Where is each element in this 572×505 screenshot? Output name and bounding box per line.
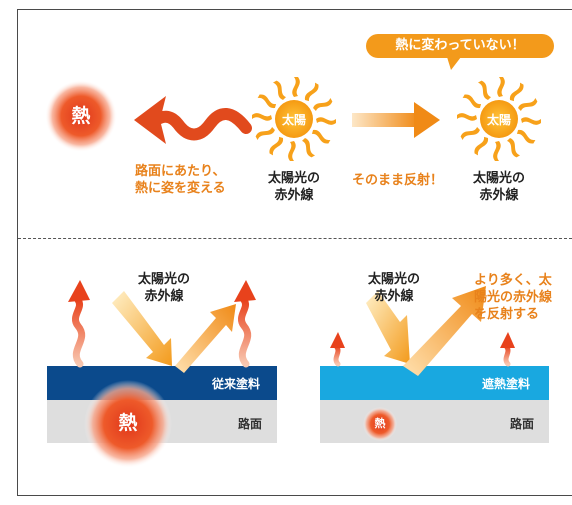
conventional-coating-layer xyxy=(47,366,277,400)
reflected-ray-right xyxy=(403,286,486,376)
diagram-frame xyxy=(17,9,572,496)
heat-glow-bottom-left xyxy=(84,380,172,468)
heat-rising-arrow-head xyxy=(234,280,256,302)
callout-not-heat: 熱に変わっていない！ xyxy=(366,34,554,58)
heat-rising-arrow-head xyxy=(500,332,515,348)
road-label-left: 路面 xyxy=(238,417,263,431)
sun-icon-left xyxy=(252,77,336,161)
sun-icon-right xyxy=(457,77,541,161)
sun-caption-right: 太陽光の 赤外線 xyxy=(472,171,525,203)
sun-caption-left: 太陽光の 赤外線 xyxy=(267,171,320,203)
heat-rising-arrow xyxy=(333,343,341,367)
coating-label-conventional: 従来塗料 xyxy=(212,377,261,391)
reflect-arrow-top xyxy=(352,102,440,138)
sun-label-left: 太陽 xyxy=(281,113,306,127)
reflect-caption-top: そのまま反射！ xyxy=(352,173,444,188)
road-layer-right xyxy=(320,400,549,443)
rays-caption-right: 太陽光の 赤外線 xyxy=(367,272,420,304)
incoming-ray-right xyxy=(366,291,410,364)
heat-glow-top xyxy=(45,80,117,152)
incoming-ray-left xyxy=(112,291,172,366)
road-label-right: 路面 xyxy=(510,417,535,431)
heat-label-top: 熱 xyxy=(71,105,91,127)
heat-shield-coating-layer xyxy=(320,366,549,400)
heat-label-bottom-left: 熱 xyxy=(118,412,138,434)
coating-label-heat-shield: 遮熱塗料 xyxy=(482,377,531,391)
callout-pointer xyxy=(447,57,461,70)
heat-rising-arrow xyxy=(238,296,252,368)
heat-label-bottom-right: 熱 xyxy=(374,417,386,430)
heat-glow-bottom-right xyxy=(363,407,397,441)
heat-caption: 路面にあたり、 熱に姿を変える xyxy=(135,164,226,196)
wavy-heat-arrow xyxy=(134,96,252,144)
heat-rising-arrow xyxy=(72,296,86,368)
rays-caption-left: 太陽光の 赤外線 xyxy=(137,272,190,304)
heat-rising-arrow xyxy=(503,343,511,367)
heat-rising-arrow-head xyxy=(330,332,345,348)
sun-label-right: 太陽 xyxy=(486,113,511,127)
heat-rising-arrow-head xyxy=(68,280,90,302)
reflected-ray-left xyxy=(175,304,236,373)
reflect-caption-bottom: より多く、太 陽光の赤外線 を反射する xyxy=(474,273,553,322)
section-divider xyxy=(18,238,572,239)
